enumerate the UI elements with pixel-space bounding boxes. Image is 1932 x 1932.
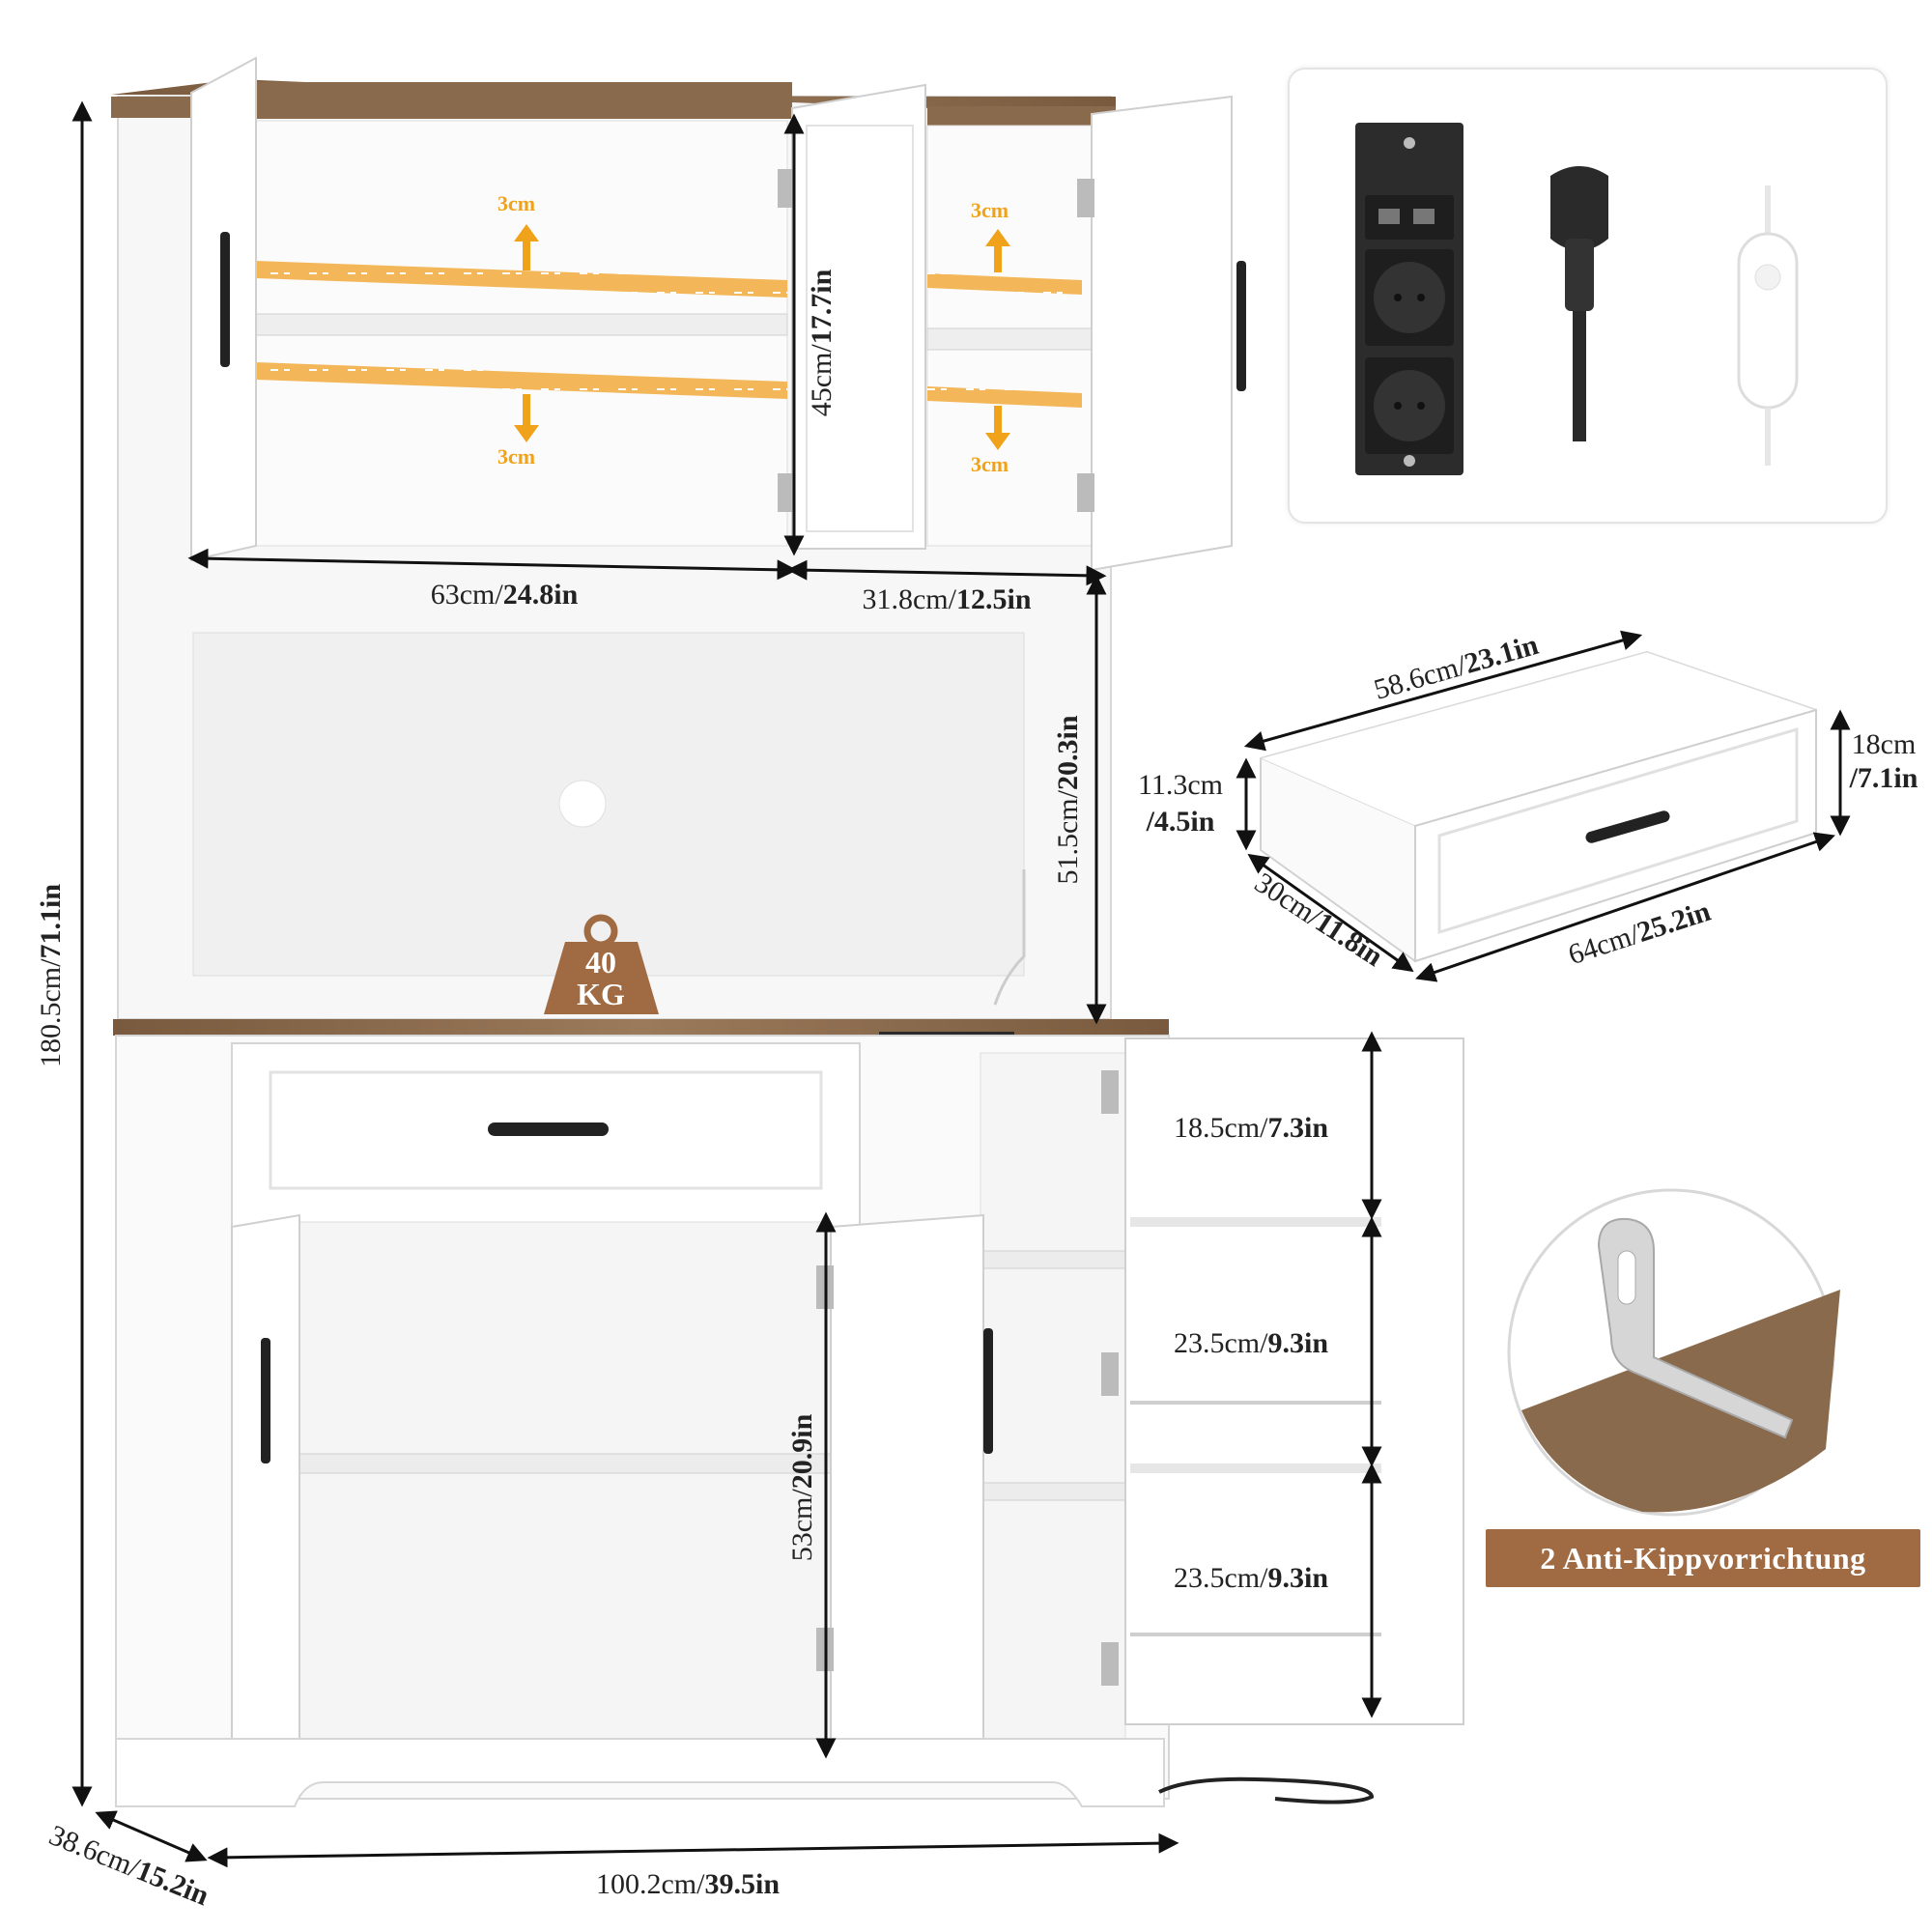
eu-plug-icon <box>1550 166 1608 441</box>
led-cable <box>993 869 1026 1006</box>
drawer-handle-icon <box>488 1122 609 1136</box>
lower-height-label: 53cm/20.9in <box>786 1413 818 1561</box>
accessories-art <box>1355 123 1799 475</box>
upper-door-left[interactable] <box>190 56 257 562</box>
upper-door-right[interactable] <box>1091 95 1246 572</box>
lower-shelf <box>289 1453 832 1474</box>
drawer-inner-height-label: 11.3cm <box>1138 769 1223 801</box>
counter-top <box>113 1019 1169 1036</box>
door-rail <box>1130 1633 1381 1636</box>
power-cable <box>1158 1776 1375 1804</box>
drawer-detail <box>1259 650 1818 963</box>
arrow-down-icon <box>985 406 1010 450</box>
hinge-icon <box>1077 179 1094 217</box>
dimension-lines <box>71 100 1382 1868</box>
led-switch-icon <box>1737 185 1799 466</box>
anti-tip-badge: 2 Anti-Kippvorrichtung <box>1486 1529 1920 1587</box>
weight-icon: 40 KG <box>544 914 659 1014</box>
shelf-adjust-stripe <box>927 273 1082 295</box>
depth-total-label: 38.6cm/15.2in <box>44 1819 213 1912</box>
arrow-up-icon <box>514 224 539 270</box>
handle-icon <box>220 232 230 367</box>
handle-icon <box>983 1328 993 1454</box>
hutch-height-label: 51.5cm/20.3in <box>1052 715 1084 884</box>
weight-unit: KG <box>577 977 625 1011</box>
shelf-adjust-label: 3cm <box>971 198 1009 222</box>
width-total-label: 100.2cm/39.5in <box>596 1868 780 1900</box>
upper-left-width-label: 63cm/24.8in <box>431 579 579 611</box>
lower-right-shelf <box>980 1250 1126 1269</box>
upper-shelf-right <box>926 327 1093 351</box>
lower-door-center[interactable] <box>830 1213 993 1775</box>
top-wood-main <box>251 82 792 119</box>
shelf-adjust-label: 3cm <box>971 452 1009 476</box>
door-shelf-3-label: 23.5cm/9.3in <box>1174 1562 1328 1594</box>
hinge-icon <box>778 473 795 512</box>
hinge-icon <box>1101 1070 1119 1114</box>
door-rail <box>1130 1401 1381 1405</box>
height-total-label: 180.5cm/71.1in <box>35 884 67 1067</box>
shelf-adjust-stripe <box>256 261 787 298</box>
arrow-down-icon <box>514 394 539 442</box>
cable-hole-icon <box>558 780 607 828</box>
door-rack <box>1130 1217 1381 1227</box>
drawer-inner-height-label-2: /4.5in <box>1146 806 1215 838</box>
cabinet-base <box>115 1738 1165 1807</box>
upper-right-width-label: 31.8cm/12.5in <box>862 583 1031 615</box>
lower-door-right[interactable] <box>1124 1037 1464 1725</box>
shelf-adjust-stripe <box>256 362 787 399</box>
top-wood-right <box>927 106 1116 126</box>
shelf-adjust-label: 3cm <box>497 444 535 469</box>
weight-value: 40 <box>585 945 616 980</box>
hinge-icon <box>1101 1642 1119 1686</box>
handle-icon <box>261 1338 270 1463</box>
door-shelf-1-label: 18.5cm/7.3in <box>1174 1112 1328 1144</box>
lower-right-interior <box>980 1052 1126 1759</box>
shelf-adjust-label: 3cm <box>497 191 535 215</box>
shelf-adjust-stripe <box>927 386 1082 408</box>
arrow-up-icon <box>985 229 1010 272</box>
lower-door-left[interactable] <box>231 1213 300 1775</box>
drawer-dimension-lines <box>1236 630 1851 982</box>
door-rack <box>1130 1463 1381 1473</box>
handle-icon <box>1236 261 1246 391</box>
hinge-icon <box>778 169 795 208</box>
drawer-front-height-label: 18cm <box>1852 728 1917 760</box>
accessories-panel <box>1288 68 1888 524</box>
upper-shelf-left <box>255 313 788 336</box>
anti-tip-illustration <box>1507 1188 1840 1517</box>
drawer[interactable] <box>231 1042 861 1228</box>
hinge-icon <box>1101 1352 1119 1396</box>
bracket-icon <box>1597 1217 1794 1439</box>
lower-right-shelf <box>980 1482 1126 1501</box>
lower-left-interior <box>289 1221 832 1764</box>
drawer-front-height-label-2: /7.1in <box>1849 762 1918 794</box>
cabinet: 3cm 3cm 3cm 3cm 40 KG <box>111 56 1464 1807</box>
hinge-icon <box>1077 473 1094 512</box>
upper-height-label: 45cm/17.7in <box>806 269 838 416</box>
door-shelf-2-label: 23.5cm/9.3in <box>1174 1327 1328 1359</box>
power-strip-icon <box>1355 123 1463 475</box>
